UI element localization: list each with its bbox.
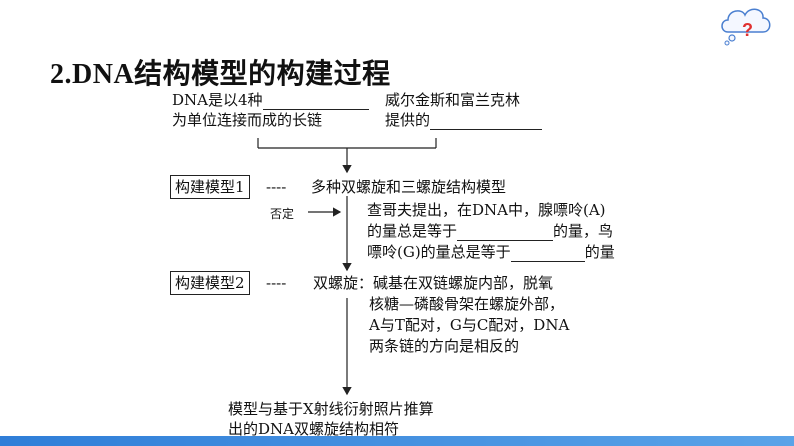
top-right-line2: 提供的 bbox=[385, 110, 543, 130]
conclusion-line2: 出的DNA双螺旋结构相符 bbox=[228, 420, 399, 438]
model1-dash: ---- bbox=[266, 178, 287, 196]
model1-box: 构建模型1 bbox=[170, 175, 250, 199]
model2-line2: 核糖—磷酸骨架在螺旋外部， bbox=[369, 295, 565, 313]
negation-line2: 的量总是等于的量，鸟 bbox=[367, 222, 614, 241]
model2-line3: A与T配对，G与C配对，DNA bbox=[369, 316, 570, 334]
conclusion-line1: 模型与基于X射线衍射照片推算 bbox=[228, 400, 434, 418]
model1-desc: 多种双螺旋和三螺旋结构模型 bbox=[311, 178, 507, 196]
bottom-accent-bar bbox=[0, 436, 794, 446]
top-left-line2: 为单位连接而成的长链 bbox=[172, 111, 323, 129]
model2-dash: ---- bbox=[266, 274, 287, 292]
negation-line1: 查哥夫提出，在DNA中，腺嘌呤(A) bbox=[367, 201, 606, 219]
top-right-line1: 威尔金斯和富兰克林 bbox=[385, 91, 521, 109]
model2-box: 构建模型2 bbox=[170, 271, 250, 295]
svg-text:?: ? bbox=[742, 20, 753, 40]
model2-line4: 两条链的方向是相反的 bbox=[369, 337, 520, 355]
model2-line1: 双螺旋：碱基在双链螺旋内部，脱氧 bbox=[313, 274, 554, 292]
page-title: 2.DNA结构模型的构建过程 bbox=[50, 59, 391, 90]
negation-label: 否定 bbox=[270, 207, 295, 221]
question-cloud-icon: ? bbox=[718, 2, 774, 50]
negation-line3: 嘌呤(G)的量总是等于的量 bbox=[367, 243, 615, 262]
top-left-line1: DNA是以4种 bbox=[172, 90, 369, 110]
